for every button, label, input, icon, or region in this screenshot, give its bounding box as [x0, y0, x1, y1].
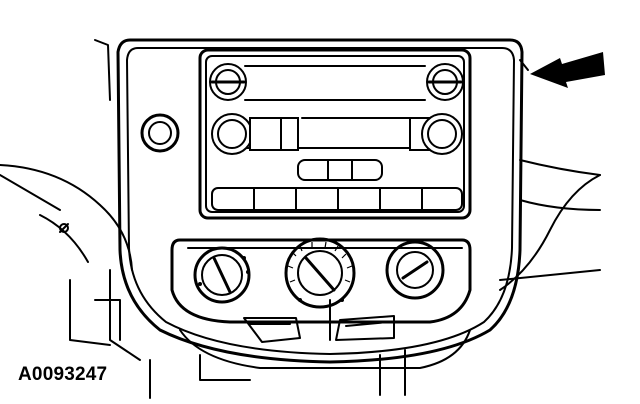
round-button-left	[140, 113, 180, 153]
figure-id-label: A0093247	[18, 364, 108, 385]
arrow-left-icon	[530, 52, 605, 88]
climate-panel	[170, 238, 472, 324]
radio-controls	[209, 63, 464, 155]
knob-top-right	[426, 63, 464, 101]
dashboard-background-lines	[0, 39, 601, 399]
radio-unit	[198, 48, 472, 220]
knob-tune	[409, 113, 463, 155]
knob-top-left	[209, 63, 247, 101]
center-stack-bezel	[116, 38, 524, 364]
lower-vents	[243, 315, 395, 343]
mode-knob	[284, 237, 356, 309]
temperature-knob	[385, 240, 445, 300]
fan-speed-knob	[193, 246, 251, 304]
knob-volume	[211, 113, 299, 155]
